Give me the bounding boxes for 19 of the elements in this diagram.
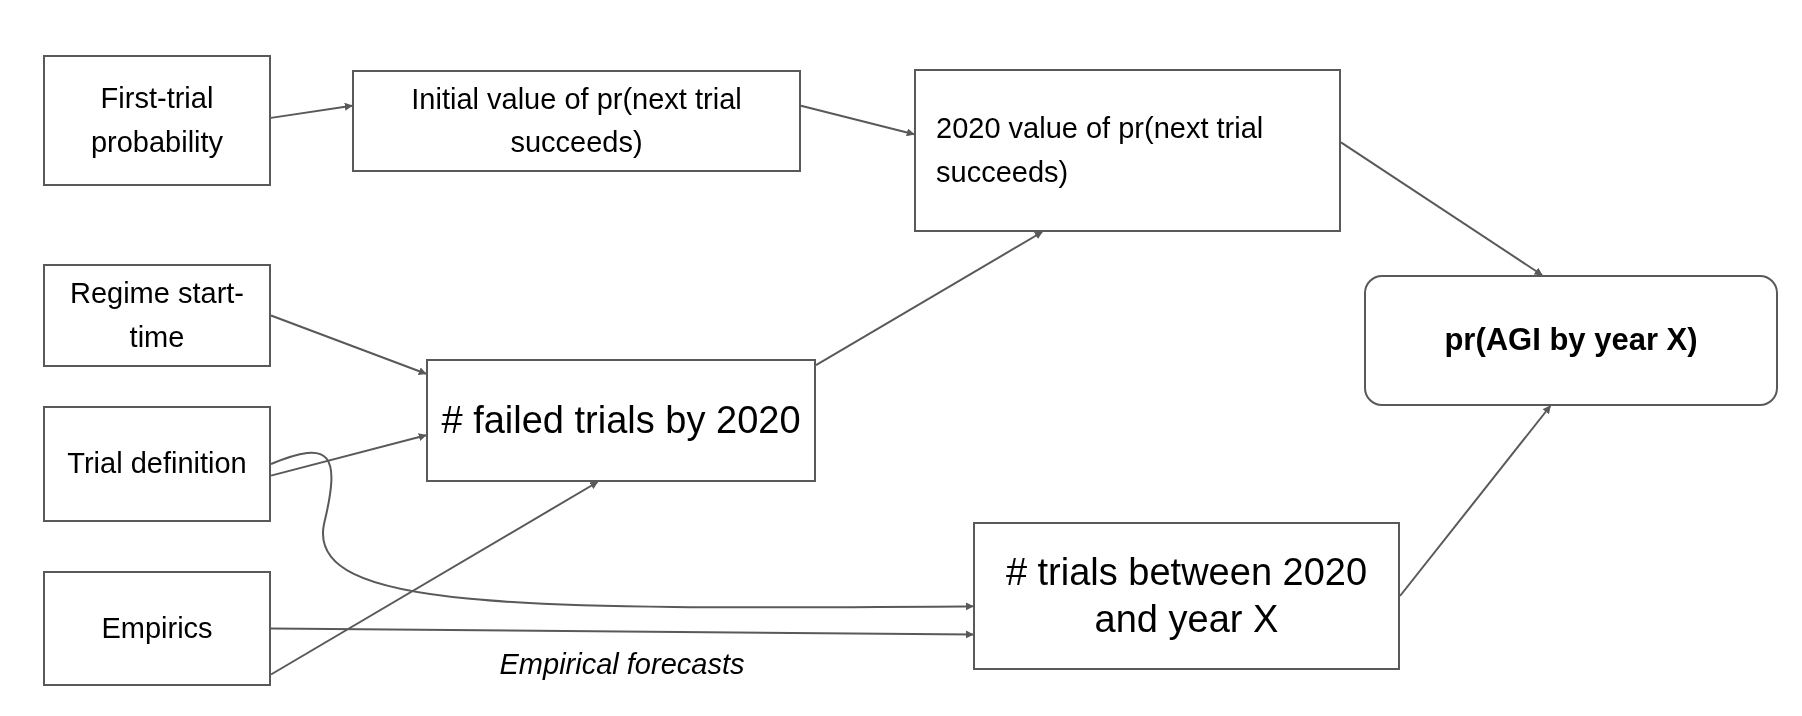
arrow xyxy=(815,231,1044,367)
process-box: Trial definition xyxy=(43,406,271,522)
process-box: # trials between 2020 and year X xyxy=(973,522,1400,670)
process-box: Initial value of pr(next trial succeeds) xyxy=(352,70,801,172)
process-box: Empirics xyxy=(43,571,271,686)
arrow xyxy=(270,451,974,611)
arrow xyxy=(1399,405,1552,597)
result-box: pr(AGI by year X) xyxy=(1364,275,1778,406)
arrow xyxy=(270,314,427,375)
arrow xyxy=(270,102,353,119)
arrow xyxy=(1340,141,1543,276)
process-box: First-trial probability xyxy=(43,55,271,186)
process-box: 2020 value of pr(next trial succeeds) xyxy=(914,69,1341,232)
arrow xyxy=(270,627,974,639)
arrow xyxy=(270,481,599,676)
process-box: # failed trials by 2020 xyxy=(426,359,816,482)
arrow xyxy=(800,104,915,137)
arrow xyxy=(270,433,427,477)
process-box: Regime start-time xyxy=(43,264,271,367)
